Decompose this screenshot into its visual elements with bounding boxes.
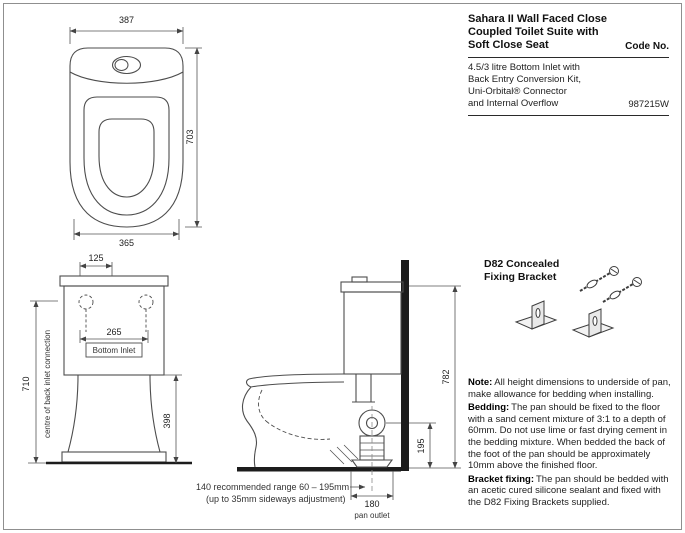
front-view-dimensions <box>28 262 182 464</box>
pedestal-base <box>61 451 167 463</box>
cistern-body-side <box>343 291 402 375</box>
bracket-fixing-paragraph: Bracket fixing:The pan should be bedded … <box>468 474 675 509</box>
dim-bottom-inlet-width: 265 <box>106 327 121 337</box>
bedding-text: The pan should be fixed to the floor wit… <box>468 402 668 472</box>
inlet-hole-left <box>78 294 94 310</box>
dim-overall-width: 387 <box>119 15 134 25</box>
bottom-inlet-label: Bottom Inlet <box>93 346 136 355</box>
bracket-body-2 <box>572 308 614 338</box>
dim-front-width: 365 <box>119 238 134 248</box>
floor <box>237 467 401 472</box>
bottom-inlet-box <box>85 342 143 358</box>
cistern-lid-edge <box>69 71 184 84</box>
dim-outlet-height: 195 <box>416 438 426 453</box>
bracket-screw-1 <box>579 266 619 292</box>
dim-pan-height: 398 <box>162 413 172 428</box>
flush-button-half <box>114 58 129 72</box>
dim-outlet-depth: 180 <box>364 499 379 509</box>
fixing-bracket-illustration <box>514 266 642 338</box>
bedding-paragraph: Bedding:The pan should be fixed to the f… <box>468 402 675 472</box>
note-label: Note: <box>468 377 493 388</box>
seat-nose <box>246 378 252 388</box>
bowl-hidden-1 <box>258 389 267 422</box>
top-view-dimensions <box>69 27 202 240</box>
product-info-panel: Sahara II Wall Faced Close Coupled Toile… <box>468 13 669 120</box>
seat-top <box>248 373 345 380</box>
divider <box>468 115 669 116</box>
bedding-hatch <box>329 444 359 465</box>
pan-outline <box>69 47 184 228</box>
side-view-dimensions <box>350 285 461 500</box>
bracket-fixing-text: The pan should be bedded with an acetic … <box>468 473 669 508</box>
flush-button-side <box>351 276 368 283</box>
flush-button <box>111 55 142 75</box>
wall <box>401 260 409 471</box>
dim-overall-depth: 703 <box>185 129 195 144</box>
bowl-hidden-2 <box>265 420 331 440</box>
adjustment-note: (up to 35mm sideways adjustment) <box>206 494 346 504</box>
installation-notes: Note:All height dimensions to underside … <box>468 377 675 511</box>
bracket-screw-2 <box>602 277 642 303</box>
cistern-lid-side <box>340 281 404 293</box>
product-description: 4.5/3 litre Bottom Inlet with Back Entry… <box>468 62 581 109</box>
range-note: 140 recommended range 60 – 195mm <box>196 482 349 492</box>
bracket-body-1 <box>514 300 558 330</box>
product-code: 987215W <box>628 99 669 110</box>
bracket-fixing-label: Bracket fixing: <box>468 473 534 485</box>
product-title: Sahara II Wall Faced Close Coupled Toile… <box>468 13 607 51</box>
cistern-body <box>63 285 165 376</box>
dim-overall-height: 782 <box>441 369 451 384</box>
top-view-drawing <box>69 47 184 228</box>
pan-profile <box>242 386 258 468</box>
pedestal-outline <box>67 374 161 453</box>
note-text: All height dimensions to underside of pa… <box>468 377 671 400</box>
side-view-drawing <box>237 260 409 492</box>
outlet-flange <box>350 459 394 468</box>
fixing-bracket-label: D82 Concealed Fixing Bracket <box>484 258 560 283</box>
seat-bottom <box>250 381 345 388</box>
dim-inlet-offset: 125 <box>88 253 103 263</box>
seat-opening <box>98 118 155 198</box>
cistern-lid <box>59 275 169 287</box>
pan-outlet-label: pan outlet <box>354 511 390 520</box>
seat-outline <box>83 96 170 216</box>
divider <box>468 57 669 58</box>
inlet-hole-right <box>138 294 154 310</box>
inlet-height-label: centre of back inlet connection <box>43 330 52 438</box>
front-view-drawing <box>46 275 192 465</box>
dim-inlet-height: 710 <box>21 376 31 391</box>
note-paragraph: Note:All height dimensions to underside … <box>468 377 675 400</box>
code-no-header: Code No. <box>625 41 669 52</box>
bedding-label: Bedding: <box>468 402 510 414</box>
